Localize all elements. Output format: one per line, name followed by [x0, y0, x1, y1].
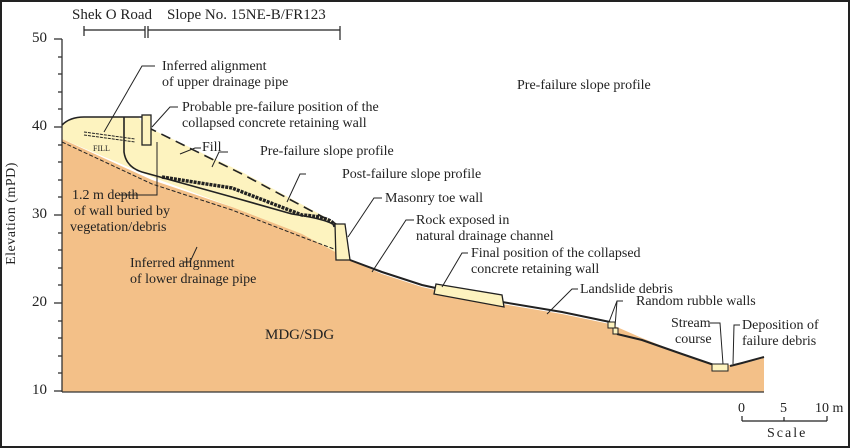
label-geology: MDG/SDG	[265, 327, 335, 343]
debris-layer	[161, 175, 337, 228]
header-slope: Slope No. 15NE-B/FR123	[167, 7, 326, 23]
label-deposition: Deposition of	[742, 318, 819, 333]
label-post-failure: Post-failure slope profile	[342, 167, 482, 182]
label-rock: Rock exposed in	[416, 213, 510, 228]
label-deposition: failure debris	[742, 334, 817, 349]
label-stream: Stream	[671, 316, 711, 331]
label-upper-pipe: of upper drainage pipe	[162, 75, 289, 90]
masonry-toe-wall	[334, 223, 351, 261]
post-failure-profile	[123, 117, 337, 228]
label-landslide-debris: Landslide debris	[580, 282, 673, 297]
label-final-wall: Final position of the collapsed	[471, 246, 641, 261]
rubble-wall-1	[607, 321, 616, 329]
label-lower-pipe: of lower drainage pipe	[130, 272, 257, 287]
collapsed-wall-final	[433, 283, 505, 308]
label-upper-pipe: Inferred alignment	[162, 59, 267, 74]
scale-label: Scale	[767, 426, 808, 441]
scale-tick: 0	[738, 401, 745, 416]
label-depth: vegetation/debris	[70, 220, 167, 235]
scale-tick: 5	[780, 401, 787, 416]
label-pre-failure-title: Pre-failure slope profile	[517, 78, 651, 93]
y-tick: 50	[32, 30, 47, 46]
scale-tick: 10 m	[815, 401, 844, 416]
label-depth: of wall buried by	[74, 204, 171, 219]
label-lower-pipe: Inferred alignment	[130, 256, 235, 271]
y-tick: 20	[32, 294, 47, 310]
y-axis	[54, 38, 63, 392]
header-road: Shek O Road	[72, 7, 152, 23]
fill-layer	[62, 117, 350, 260]
pre-failure-profile	[146, 126, 337, 225]
scale-bar	[741, 416, 828, 422]
label-masonry-wall: Masonry toe wall	[385, 191, 483, 206]
y-tick: 10	[32, 382, 47, 398]
y-axis-label: Elevation (mPD)	[3, 162, 19, 265]
label-rubble-walls: Random rubble walls	[636, 294, 756, 309]
pre-failure-wall-position	[141, 114, 152, 146]
label-stream: course	[675, 332, 712, 347]
label-depth: 1.2 m depth	[72, 188, 139, 203]
y-tick: 40	[32, 118, 47, 134]
y-tick: 30	[32, 206, 47, 222]
rubble-wall-2	[612, 327, 619, 335]
label-probable-wall: Probable pre-failure position of the	[182, 100, 379, 115]
label-rock: natural drainage channel	[416, 229, 554, 244]
upper-drainage-pipe	[83, 131, 136, 143]
label-fill-small: FILL	[93, 144, 110, 153]
label-final-wall: concrete retaining wall	[471, 262, 600, 277]
leader-lines	[103, 65, 740, 365]
dimension-lines	[83, 26, 341, 40]
ground-mdg-sdg	[62, 139, 764, 392]
label-pre-failure: Pre-failure slope profile	[260, 144, 394, 159]
lower-drainage-pipe	[61, 141, 343, 253]
stream-course	[711, 363, 729, 372]
label-fill: Fill	[202, 140, 222, 155]
road-surface	[61, 116, 142, 126]
label-probable-wall: collapsed concrete retaining wall	[182, 116, 367, 131]
